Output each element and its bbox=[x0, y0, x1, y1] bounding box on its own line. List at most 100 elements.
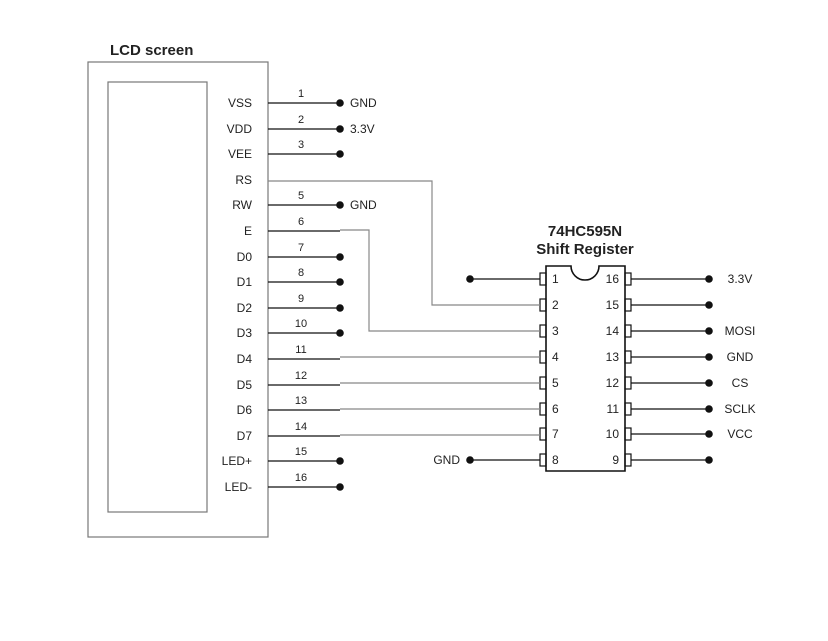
lcd-pin-name: D4 bbox=[237, 352, 253, 366]
lcd-pin-number: 8 bbox=[298, 267, 304, 279]
lcd-outline bbox=[87, 61, 269, 538]
chip-pin-terminal bbox=[705, 353, 713, 361]
lcd-pin-number: 3 bbox=[298, 139, 304, 151]
lcd-pin: VEE 3 bbox=[228, 139, 344, 161]
chip-pin-terminal bbox=[705, 430, 713, 438]
chip-left-pin: 5 bbox=[539, 376, 559, 390]
chip-pin-number: 10 bbox=[606, 427, 620, 441]
chip-pin-number: 15 bbox=[606, 298, 620, 312]
chip-right-pin: 10 VCC bbox=[606, 427, 753, 441]
chip-pin-stub bbox=[539, 376, 547, 390]
chip-pin-stub bbox=[539, 298, 547, 312]
lcd-pin: RS bbox=[235, 173, 252, 187]
lcd-pin-name: E bbox=[244, 224, 252, 238]
wire-e-to-chip-pin-3 bbox=[340, 229, 540, 332]
chip-pin-number: 12 bbox=[606, 376, 620, 390]
lcd-pin-name: D0 bbox=[237, 250, 253, 264]
lcd-pin-number: 13 bbox=[295, 395, 307, 407]
chip-pin-net-label: VCC bbox=[727, 427, 753, 441]
connections bbox=[268, 180, 540, 436]
lcd-pin-number: 6 bbox=[298, 216, 304, 228]
lcd-pin-net-label: GND bbox=[350, 96, 377, 110]
lcd-pin-terminal bbox=[336, 150, 344, 158]
chip-pin-number: 3 bbox=[552, 324, 559, 338]
chip-pin-stub bbox=[624, 272, 632, 286]
lcd-pin-terminal bbox=[336, 483, 344, 491]
lcd-pin-name: D1 bbox=[237, 275, 253, 289]
lcd-pin-name: LED- bbox=[225, 480, 252, 494]
lcd-pin-name: D7 bbox=[237, 429, 253, 443]
lcd-pin: D29 bbox=[237, 293, 344, 315]
lcd-pin-number: 5 bbox=[298, 190, 304, 202]
lcd-pin-terminal bbox=[336, 304, 344, 312]
chip-left-pin: 4 bbox=[539, 350, 559, 364]
chip-pin-number: 1 bbox=[552, 272, 559, 286]
wire-rs-to-chip-pin-2 bbox=[268, 180, 540, 306]
chip-pin-stub bbox=[624, 376, 632, 390]
lcd-pin-terminal bbox=[336, 457, 344, 465]
lcd-pin-number: 15 bbox=[295, 446, 307, 458]
chip-right-pin: 15 bbox=[606, 298, 713, 312]
chip-pin-number: 11 bbox=[607, 402, 620, 416]
lcd-pin-list: VSS1GNDVDD23.3VVEE3RSRW5GNDE6D07D18D29D3… bbox=[222, 88, 377, 494]
lcd-pin: D1 8 bbox=[237, 267, 344, 289]
lcd-pin-number: 2 bbox=[298, 114, 304, 126]
lcd-pin-number: 1 bbox=[298, 88, 304, 100]
lcd-pin-name: LED+ bbox=[222, 454, 252, 468]
chip-pin-stub bbox=[539, 427, 547, 441]
lcd-pin: LED+ 15 bbox=[222, 446, 344, 468]
lcd-pin-number: 9 bbox=[298, 293, 304, 305]
chip-pin-number: 13 bbox=[606, 350, 620, 364]
chip-pin-terminal bbox=[466, 275, 474, 283]
lcd-pin-number: 12 bbox=[295, 370, 307, 382]
chip-pin-number: 2 bbox=[552, 298, 559, 312]
chip-pin-stub bbox=[539, 402, 547, 416]
lcd-pin-name: VDD bbox=[227, 122, 253, 136]
chip-pin-terminal bbox=[705, 379, 713, 387]
lcd-pin-name: VEE bbox=[228, 147, 252, 161]
lcd-pin-net-label: GND bbox=[350, 198, 377, 212]
lcd-title: LCD screen bbox=[110, 42, 193, 59]
lcd-pin-terminal bbox=[336, 99, 344, 107]
lcd-module: LCD screen VSS1GNDVDD23.3VVEE3RSRW5GNDE6… bbox=[87, 42, 377, 538]
lcd-pin-name: D3 bbox=[237, 326, 253, 340]
lcd-pin-net-label: 3.3V bbox=[350, 122, 375, 136]
lcd-pin-name: D6 bbox=[237, 403, 253, 417]
lcd-pin-name: VSS bbox=[228, 96, 252, 110]
chip-pin-stub bbox=[624, 402, 632, 416]
chip-pin-number: 6 bbox=[552, 402, 559, 416]
lcd-pin-number: 16 bbox=[295, 472, 307, 484]
chip-pin-stub bbox=[624, 350, 632, 364]
chip-pin-net-label: 3.3V bbox=[728, 272, 753, 286]
chip-pin-stub bbox=[539, 272, 547, 286]
chip-body bbox=[545, 265, 626, 472]
lcd-pin: LED- 16 bbox=[225, 472, 344, 494]
lcd-display-area bbox=[107, 81, 208, 513]
lcd-pin-name: RS bbox=[235, 173, 252, 187]
chip-pin-terminal bbox=[705, 301, 713, 309]
chip-pin-net-label: CS bbox=[732, 376, 749, 390]
chip-pin-stub bbox=[539, 350, 547, 364]
chip-pin-number: 5 bbox=[552, 376, 559, 390]
chip-left-pin: 3 bbox=[539, 324, 559, 338]
lcd-pin-name: RW bbox=[232, 198, 252, 212]
chip-pin-number: 7 bbox=[552, 427, 559, 441]
lcd-pin: E6 bbox=[244, 216, 340, 238]
chip-pin-number: 4 bbox=[552, 350, 559, 364]
chip-description: Shift Register bbox=[536, 241, 634, 258]
chip-pin-terminal bbox=[705, 327, 713, 335]
chip-part-number: 74HC595N bbox=[548, 223, 622, 240]
lcd-pin-terminal bbox=[336, 201, 344, 209]
chip-pin-terminal bbox=[705, 456, 713, 464]
